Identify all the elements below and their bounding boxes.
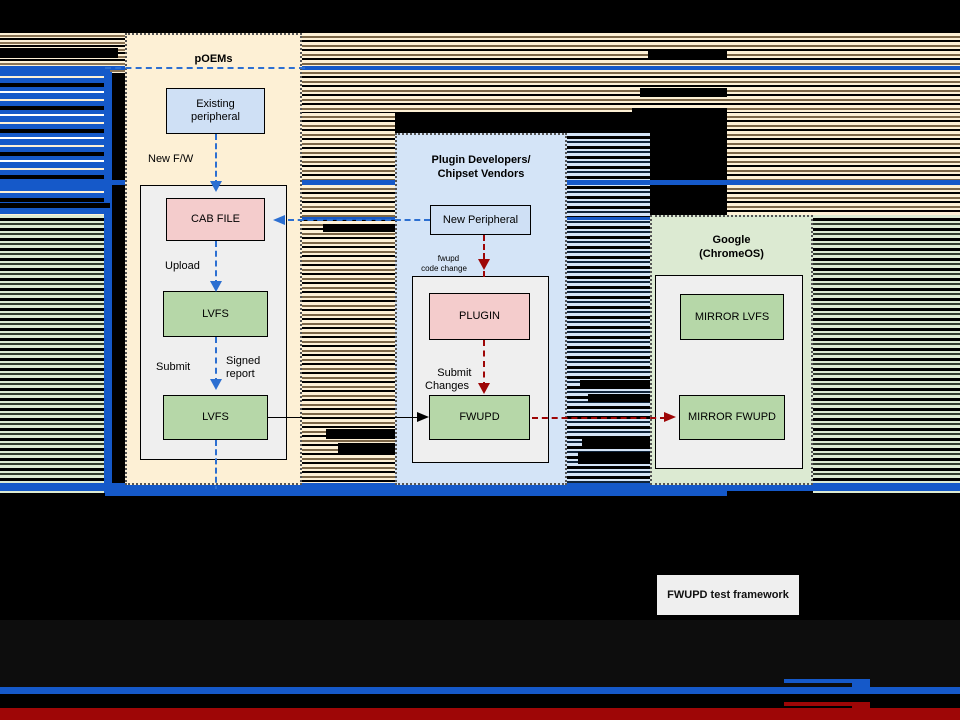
arrow-fwupd-to-mirror-head: [664, 412, 676, 422]
artifact-left-black-1: [0, 48, 118, 58]
node-mirror-lvfs[interactable]: MIRROR LVFS: [680, 294, 784, 340]
artifact-top-black-band: [0, 0, 960, 33]
edge-label-fwupd-code-change-text: fwupd code change: [421, 254, 467, 273]
node-plugin-label: PLUGIN: [459, 310, 500, 322]
node-lvfs-submit-label: LVFS: [202, 411, 229, 423]
node-cab-file-label: CAB FILE: [191, 213, 240, 225]
artifact-left-blue-column: [104, 72, 112, 493]
artifact-blue-line-top: [0, 66, 960, 70]
legend-fwupd-test-framework-label: FWUPD test framework: [667, 589, 789, 601]
node-new-peripheral-label: New Peripheral: [442, 213, 519, 226]
edge-label-submit-changes-text: Submit Changes: [425, 367, 472, 392]
arrow-lvfs-to-lvfs-line: [215, 337, 217, 384]
arrow-newperipheral-to-cab-head: [273, 215, 285, 225]
edge-label-upload: Upload: [165, 260, 200, 272]
arrow-existing-to-cab-line: [215, 134, 217, 186]
arrow-plugin-to-fwupd-line: [483, 340, 485, 388]
node-mirror-fwupd-label: MIRROR FWUPD: [688, 411, 776, 423]
panel-google-title: Google (ChromeOS): [652, 233, 811, 261]
artifact-legend-blue-short: [784, 679, 870, 683]
arrow-lvfs-to-fwupd-head: [417, 412, 429, 422]
artifact-legend-red-marker: [852, 700, 870, 714]
node-plugin[interactable]: PLUGIN: [429, 293, 530, 340]
arrow-newperipheral-to-plugin-head: [478, 259, 490, 270]
arrow-newperipheral-to-cab-line: [288, 219, 430, 221]
node-lvfs-submit[interactable]: LVFS: [163, 395, 268, 440]
artifact-blue-black-1: [580, 380, 650, 389]
artifact-scanlines-tan-mid: [302, 33, 727, 113]
arrow-existing-to-cab-head: [210, 181, 222, 192]
artifact-blue-line-bottom: [0, 483, 960, 491]
artifact-tan-black-6: [338, 443, 396, 453]
artifact-blue-black-3: [582, 437, 650, 447]
node-fwupd[interactable]: FWUPD: [429, 395, 530, 440]
arrow-lvfs-loop-down: [215, 440, 217, 492]
artifact-scanlines-left-green: [0, 215, 108, 493]
arrow-plugin-to-fwupd-head: [478, 383, 490, 394]
artifact-scanlines-green-right: [813, 215, 960, 493]
artifact-tan-black-5: [326, 429, 396, 439]
node-cab-file[interactable]: CAB FILE: [166, 198, 265, 241]
arrow-fwupd-to-mirror-line: [532, 417, 666, 419]
arrow-newperipheral-to-plugin-line: [483, 235, 485, 277]
arrow-feedback-top: [105, 67, 305, 69]
arrow-lvfs-to-fwupd-line: [268, 417, 420, 418]
arrow-cab-to-lvfs-head: [210, 281, 222, 292]
legend-fwupd-test-framework: FWUPD test framework: [657, 575, 799, 615]
node-existing-peripheral[interactable]: Existing peripheral: [166, 88, 265, 134]
edge-label-submit: Submit: [156, 361, 191, 373]
node-new-peripheral[interactable]: New Peripheral: [430, 205, 531, 235]
artifact-tan-black-4: [323, 224, 396, 232]
arrow-cab-to-lvfs-line: [215, 241, 217, 286]
artifact-legend-black-gap: [0, 694, 960, 702]
panel-google-title-text: Google (ChromeOS): [699, 234, 764, 260]
arrow-lvfs-to-lvfs-head: [210, 379, 222, 390]
artifact-legend-red-short: [784, 702, 870, 706]
node-lvfs-upload[interactable]: LVFS: [163, 291, 268, 337]
artifact-blue-black-4: [578, 452, 650, 464]
artifact-tan-black-2: [640, 88, 752, 97]
artifact-blue-black-2: [588, 394, 650, 402]
edge-label-new-fw: New F/W: [148, 153, 194, 165]
artifact-tan-black-3: [632, 108, 752, 114]
arrow-bottom-return-line: [105, 489, 727, 496]
panel-poems-title: pOEMs: [194, 53, 233, 65]
artifact-scanlines-tan-right-lower: [727, 113, 960, 215]
node-mirror-lvfs-label: MIRROR LVFS: [694, 310, 770, 323]
artifact-legend-blue-full-2: [0, 689, 960, 694]
artifact-black-line-205: [0, 203, 110, 208]
node-mirror-fwupd[interactable]: MIRROR FWUPD: [679, 395, 785, 440]
node-fwupd-label: FWUPD: [459, 411, 500, 423]
artifact-bottom-near-black: [0, 620, 960, 690]
artifact-scanlines-tan-right: [727, 33, 960, 113]
node-existing-peripheral-label: Existing peripheral: [191, 98, 240, 123]
artifact-tan-black-1: [648, 50, 758, 59]
edge-label-fwupd-code-change: fwupd code change: [413, 244, 475, 284]
node-lvfs-upload-label: LVFS: [202, 307, 229, 320]
edge-label-signed-report: Signed report: [226, 355, 261, 380]
edge-label-submit-changes: Submit Changes: [425, 354, 471, 406]
artifact-legend-red-full: [0, 708, 960, 720]
panel-plugin-title-text: Plugin Developers/ Chipset Vendors: [431, 154, 531, 180]
panel-plugin-title: Plugin Developers/ Chipset Vendors: [397, 153, 565, 181]
